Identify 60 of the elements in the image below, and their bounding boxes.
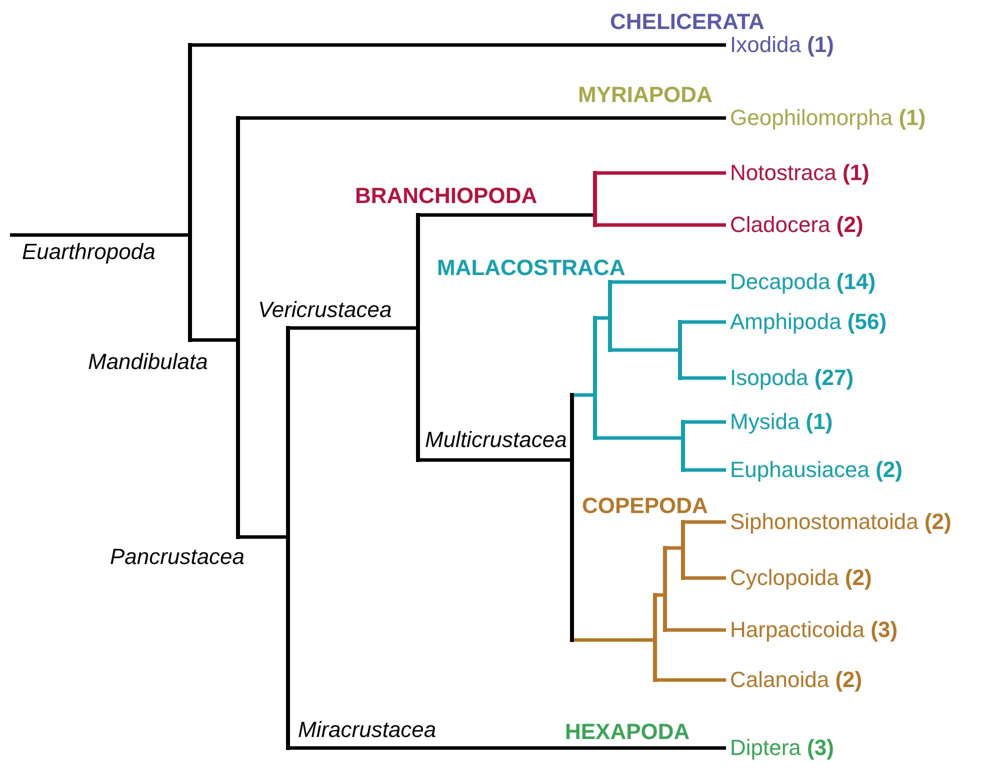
taxon-label: Siphonostomatoida (2) [730, 510, 952, 534]
branch-bar [681, 420, 685, 472]
branch-line [420, 458, 570, 462]
taxon-label: Mysida (1) [730, 410, 833, 434]
taxon-label: Decapoda (14) [730, 270, 876, 294]
taxon-label: Cladocera (2) [730, 212, 864, 238]
clade-name: Vericrustacea [258, 298, 392, 322]
branch-line [667, 546, 681, 550]
branch-bar [608, 280, 612, 352]
branch-bar [286, 326, 290, 750]
branch-bar [593, 171, 597, 227]
branch-bar [663, 546, 667, 632]
branch-line [685, 576, 726, 580]
branch-line [290, 746, 726, 750]
branch-line [612, 280, 726, 284]
branch-line [240, 535, 286, 539]
branch-line [597, 436, 681, 440]
branch-line [597, 171, 726, 175]
clade-name: Pancrustacea [110, 545, 245, 570]
branch-line [192, 43, 726, 47]
taxon-label: Isopoda (27) [730, 366, 854, 390]
branch-bar [570, 393, 574, 642]
branch-bar [188, 43, 192, 342]
taxon-label: Geophilomorpha (1) [730, 106, 926, 130]
branch-line [612, 348, 678, 352]
branch-line [685, 468, 726, 472]
branch-line [682, 376, 726, 380]
branch-line [685, 420, 726, 424]
branch-line [597, 223, 726, 227]
branch-line [192, 338, 236, 342]
branch-line [574, 638, 653, 642]
taxon-label: Diptera (3) [730, 736, 834, 760]
clade-name: Miracrustacea [298, 718, 436, 742]
taxon-label: Amphipoda (56) [730, 310, 887, 334]
taxon-label: Cyclopoida (2) [730, 566, 872, 590]
branch-line [685, 520, 726, 524]
taxon-label: Euphausiacea (2) [730, 458, 902, 482]
taxon-label: Calanoida (2) [730, 668, 862, 692]
branch-line [682, 320, 726, 324]
branch-bar [678, 320, 682, 380]
branch-line [10, 233, 188, 237]
branch-line [667, 628, 726, 632]
taxon-label: Harpacticoida (3) [730, 618, 898, 642]
branch-line [240, 116, 726, 120]
branch-line [597, 316, 608, 320]
branch-line [290, 326, 416, 330]
clade-name: Mandibulata [88, 350, 208, 374]
branch-bar [236, 116, 240, 539]
clade-name: Euarthropoda [22, 240, 156, 264]
branch-bar [416, 213, 420, 462]
branch-bar [653, 593, 657, 682]
branch-bar [593, 316, 597, 440]
branch-bar [681, 520, 685, 580]
branch-line [574, 393, 593, 397]
branch-line [657, 678, 726, 682]
taxon-label: Ixodida (1) [730, 32, 834, 58]
clade-name: Multicrustacea [425, 428, 567, 452]
taxon-label: Notostraca (1) [730, 160, 870, 186]
branch-line [657, 593, 663, 597]
branch-line [420, 213, 593, 217]
